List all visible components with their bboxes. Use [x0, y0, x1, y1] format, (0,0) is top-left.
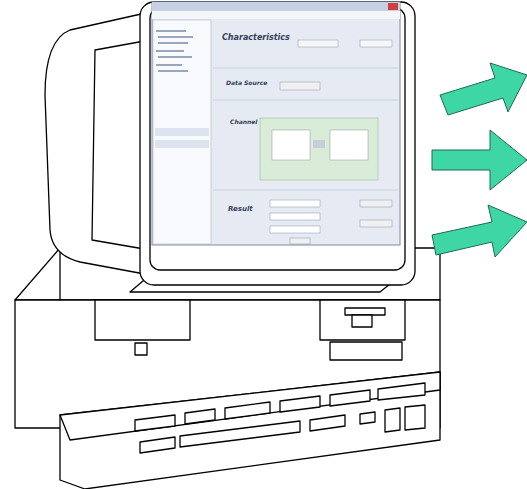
keyboard-keys — [135, 383, 425, 453]
screen-label: Data Source — [226, 79, 267, 86]
monitor-bezel — [140, 2, 415, 285]
screen-label: Characteristics — [222, 33, 290, 42]
screen-label: Channel — [230, 118, 257, 125]
floppy-slot — [345, 308, 385, 315]
drive-bay — [320, 300, 405, 340]
arrow-shape — [432, 205, 527, 257]
button-panel — [95, 300, 190, 340]
keyboard — [60, 372, 440, 489]
software-screenshot — [152, 2, 400, 245]
arrow-shape — [432, 130, 527, 190]
screen-label: Result — [228, 205, 253, 213]
green-arrows — [432, 63, 527, 257]
power-button — [135, 343, 147, 355]
monitor-body — [45, 12, 150, 275]
arrow-shape — [440, 63, 527, 115]
